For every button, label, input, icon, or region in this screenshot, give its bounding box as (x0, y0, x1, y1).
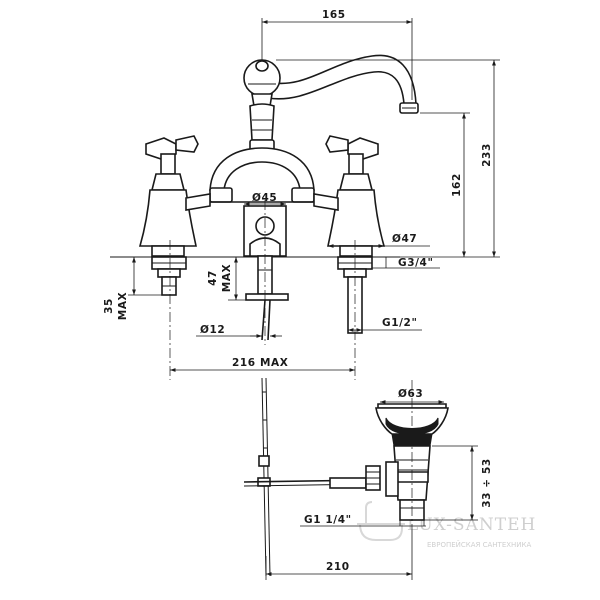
bridge (209, 147, 315, 191)
waste-side-port (385, 461, 399, 497)
dim-body-diameter: Ø45 (252, 192, 277, 204)
dim-pull-rod-length: 210 (326, 561, 350, 573)
bridge-collar-right (291, 187, 315, 203)
dim-top-width: 165 (322, 9, 346, 21)
handle-stem-left (160, 153, 176, 175)
dim-depth-35: 35 (103, 298, 115, 314)
dim-waste-thread: G1 1/4" (304, 514, 352, 526)
tap-right (313, 135, 386, 334)
bridge-collar-left (209, 187, 233, 203)
dim-spout-height: 162 (451, 173, 463, 197)
column-body (249, 103, 275, 141)
central-nut (245, 293, 289, 301)
handle-stem-right (348, 153, 364, 175)
dim-base-diameter: Ø47 (392, 233, 417, 245)
tap-left (138, 135, 211, 296)
waste-assembly (243, 377, 449, 577)
dim-depth-35-max: MAX (117, 292, 129, 320)
tap-base-left (151, 245, 185, 257)
spout (267, 54, 417, 105)
watermark: LUX-SANTEH ЕВРОПЕЙСКАЯ САНТЕХНИКА (357, 501, 535, 549)
pull-rod (261, 377, 267, 577)
dim-inlet-thread: G3/4" (398, 257, 434, 269)
dim-height-47: 47 (207, 270, 219, 286)
locknut-left-2 (157, 268, 181, 278)
dim-total-height: 233 (481, 143, 493, 167)
watermark-tagline: ЕВРОПЕЙСКАЯ САНТЕХНИКА (427, 540, 532, 549)
dimensions: 165 233 162 Ø45 Ø47 G3/4" G1/2" Ø12 (103, 9, 500, 580)
tap-base-right (339, 245, 373, 257)
bathtub-logo-icon (357, 501, 405, 541)
dim-shank-thread: G1/2" (382, 317, 418, 329)
spout-head-knob (255, 60, 269, 72)
dim-waste-height: 33 ÷ 53 (481, 458, 493, 508)
dim-height-47-max: MAX (221, 264, 233, 292)
dim-span-max: 216 MAX (232, 357, 288, 369)
center-lines (169, 200, 413, 530)
lever-sleeve (329, 477, 367, 489)
faucet (110, 54, 419, 341)
dim-shank-diameter: Ø12 (200, 324, 225, 336)
dim-waste-diameter: Ø63 (398, 388, 423, 400)
